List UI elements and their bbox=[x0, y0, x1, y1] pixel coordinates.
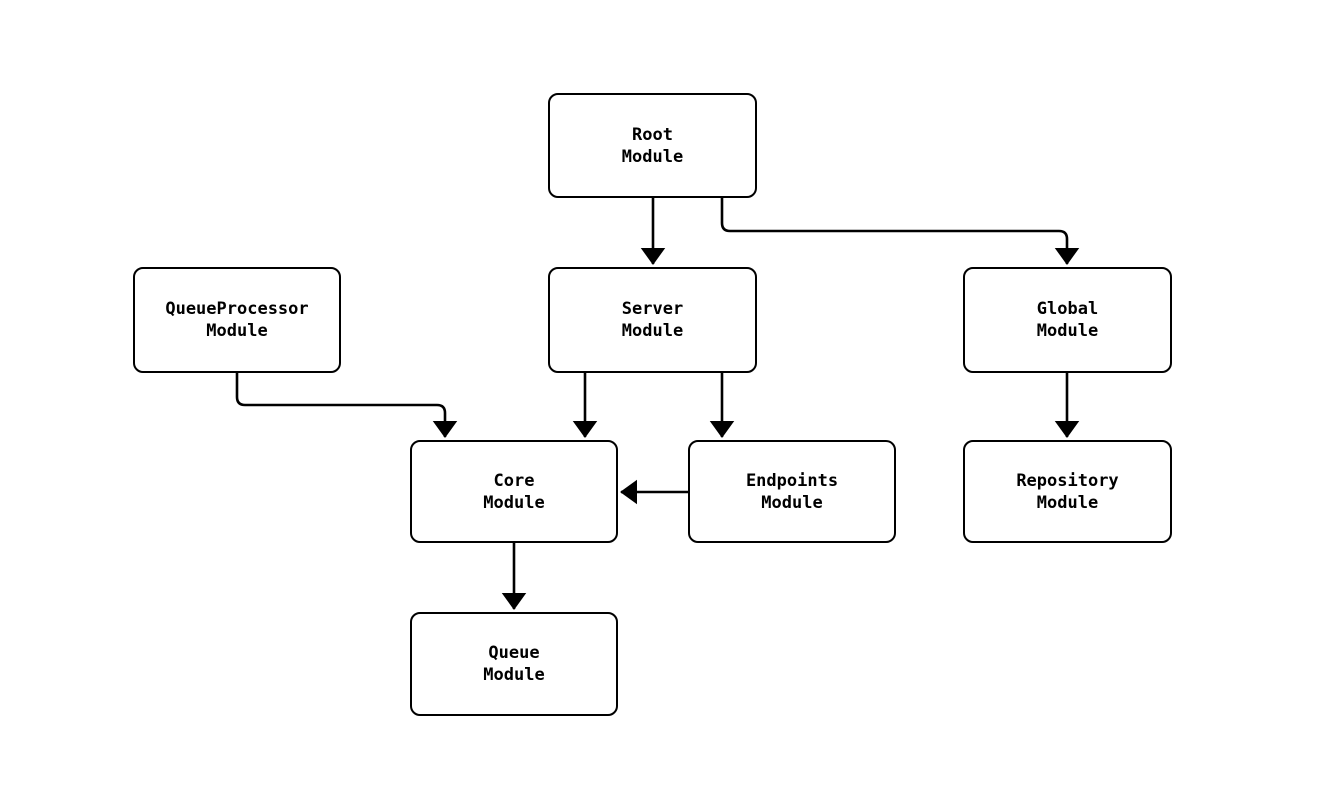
node-label-line: Module bbox=[621, 146, 684, 167]
node-label: Endpoints Module bbox=[746, 470, 838, 514]
node-label-line: Endpoints bbox=[745, 470, 839, 491]
node-label: Global Module bbox=[1037, 298, 1098, 342]
node-label-line: Queue bbox=[488, 643, 540, 663]
node-label: Root Module bbox=[622, 124, 683, 168]
node-endpoints-module: Endpoints Module bbox=[688, 440, 896, 543]
node-label: Server Module bbox=[622, 298, 683, 342]
node-label-line: Module bbox=[483, 665, 545, 685]
node-queue-module: Queue Module bbox=[410, 612, 618, 716]
node-label: Queue Module bbox=[483, 642, 544, 686]
node-server-module: Server Module bbox=[548, 267, 757, 373]
node-label-line: Core bbox=[493, 470, 535, 491]
node-label-line: Module bbox=[206, 321, 268, 341]
node-label-line: QueueProcessor bbox=[165, 299, 309, 319]
node-root-module: Root Module bbox=[548, 93, 757, 198]
node-label-line: Repository bbox=[1016, 470, 1119, 491]
node-label-line: Global bbox=[1036, 299, 1099, 319]
node-label-line: Module bbox=[483, 492, 545, 513]
node-repository-module: Repository Module bbox=[963, 440, 1172, 543]
edge-root-to-global bbox=[720, 198, 1080, 265]
edge-queueprocessor-to-core bbox=[235, 373, 458, 438]
node-label: Repository Module bbox=[1016, 470, 1118, 514]
node-core-module: Core Module bbox=[410, 440, 618, 543]
node-label-line: Module bbox=[621, 321, 684, 341]
node-label-line: Root bbox=[632, 124, 673, 145]
node-label-line: Server bbox=[621, 299, 684, 319]
node-label-line: Module bbox=[1036, 321, 1099, 341]
node-global-module: Global Module bbox=[963, 267, 1172, 373]
node-queueprocessor-module: QueueProcessor Module bbox=[133, 267, 341, 373]
node-label: Core Module bbox=[483, 470, 544, 514]
node-label-line: Module bbox=[761, 492, 823, 513]
node-label: QueueProcessor Module bbox=[165, 298, 308, 342]
node-label-line: Module bbox=[1036, 492, 1099, 513]
